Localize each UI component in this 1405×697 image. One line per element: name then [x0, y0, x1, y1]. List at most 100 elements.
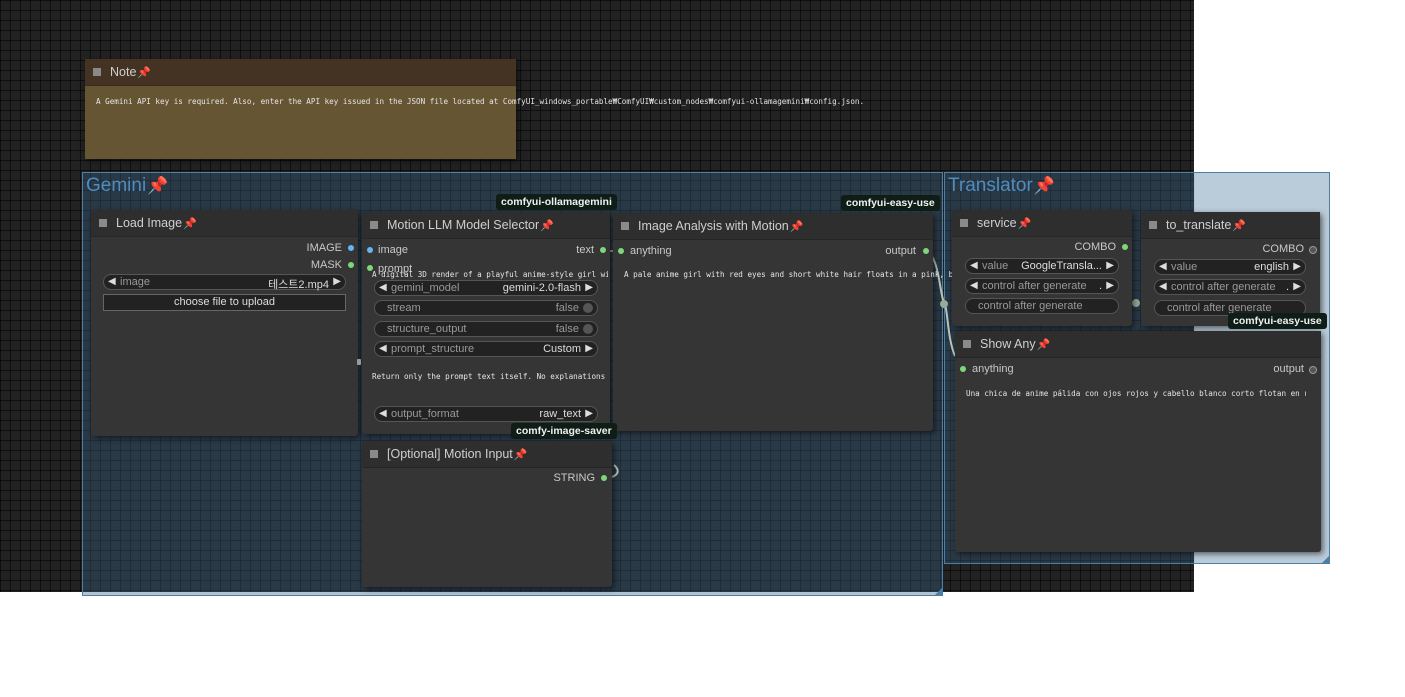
load-image-node[interactable]: Load Image📌 IMAGE MASK ◀ image 테스트2.mp4 … — [91, 210, 358, 436]
pin-icon: 📌 — [1232, 220, 1247, 232]
arrow-right-icon[interactable]: ▶ — [1293, 281, 1301, 292]
group-resize-handle[interactable] — [1322, 556, 1329, 563]
widget-value: . — [1098, 280, 1102, 292]
collapse-icon[interactable] — [621, 222, 629, 230]
input-prompt-slot[interactable] — [367, 265, 373, 271]
output-label: output — [1273, 363, 1304, 375]
prompt-textarea[interactable]: A digital 3D render of a playful anime-s… — [372, 270, 608, 279]
stream-toggle[interactable]: stream false — [374, 300, 598, 316]
widget-label: control after generate — [1167, 302, 1272, 314]
widget-value: Custom — [543, 343, 581, 355]
output-mask-slot[interactable] — [348, 262, 354, 268]
image-analysis-title-bar[interactable]: Image Analysis with Motion📌 — [613, 213, 933, 240]
collapse-icon[interactable] — [960, 219, 968, 227]
output-format-widget[interactable]: ◀ output_format raw_text ▶ — [374, 406, 598, 422]
pin-icon: 📌 — [183, 218, 197, 230]
note-title-bar[interactable]: Note📌 — [85, 59, 516, 86]
image-combo-widget[interactable]: ◀ image 테스트2.mp4 ▶ — [103, 274, 346, 291]
output-label: output — [885, 245, 916, 257]
arrow-left-icon[interactable]: ◀ — [970, 280, 978, 291]
input-image-label: image — [378, 244, 408, 256]
collapse-icon[interactable] — [370, 450, 378, 458]
output-image-slot[interactable] — [348, 245, 354, 251]
arrow-right-icon[interactable]: ▶ — [585, 408, 593, 419]
service-control-widget-2[interactable]: control after generate — [965, 298, 1119, 314]
arrow-right-icon[interactable]: ▶ — [585, 282, 593, 293]
service-value-widget[interactable]: ◀ value GoogleTransla... ▶ — [965, 258, 1119, 274]
arrow-left-icon[interactable]: ◀ — [970, 260, 978, 271]
show-any-node[interactable]: Show Any📌 anything output Una chica de a… — [955, 331, 1321, 552]
structure-output-toggle[interactable]: structure_output false — [374, 321, 598, 337]
gemini-model-widget[interactable]: ◀ gemini_model gemini-2.0-flash ▶ — [374, 280, 598, 296]
output-combo-slot[interactable] — [1309, 246, 1317, 254]
image-analysis-title: Image Analysis with Motion — [638, 219, 789, 233]
collapse-icon[interactable] — [963, 340, 971, 348]
image-analysis-node[interactable]: Image Analysis with Motion📌 anything out… — [613, 213, 954, 431]
output-text-slot[interactable] — [600, 247, 606, 253]
input-anything-slot[interactable] — [618, 248, 624, 254]
input-prompt-label: prompt — [378, 263, 413, 275]
widget-label: control after generate — [1171, 281, 1276, 293]
output-slot[interactable] — [1309, 366, 1317, 374]
output-combo-slot[interactable] — [1122, 244, 1128, 250]
upload-button[interactable]: choose file to upload — [103, 294, 346, 311]
collapse-icon[interactable] — [1149, 221, 1157, 229]
group-title-gemini[interactable]: Gemini📌 — [86, 175, 169, 196]
arrow-left-icon[interactable]: ◀ — [379, 343, 387, 354]
load-image-title: Load Image — [116, 216, 183, 230]
input-anything-label: anything — [630, 245, 672, 257]
collapse-icon[interactable] — [370, 221, 378, 229]
service-node[interactable]: service📌 COMBO ◀ value GoogleTransla... … — [952, 210, 1132, 326]
badge-easy-use: comfyui-easy-use — [841, 195, 940, 211]
widget-label: structure_output — [387, 323, 467, 335]
input-image-slot[interactable] — [367, 247, 373, 253]
to-translate-title-bar[interactable]: to_translate📌 — [1141, 212, 1320, 239]
output-string-slot[interactable] — [601, 475, 607, 481]
to-translate-value-widget[interactable]: ◀ value english ▶ — [1154, 259, 1306, 275]
widget-label: control after generate — [982, 280, 1087, 292]
motion-input-title: [Optional] Motion Input — [387, 447, 513, 461]
group-title-translator[interactable]: Translator📌 — [948, 175, 1055, 196]
arrow-right-icon[interactable]: ▶ — [1106, 280, 1114, 291]
badge-image-saver: comfy-image-saver — [511, 423, 617, 439]
arrow-left-icon[interactable]: ◀ — [1159, 261, 1167, 272]
widget-label: output_format — [391, 408, 459, 420]
motion-input-title-bar[interactable]: [Optional] Motion Input📌 — [362, 441, 612, 468]
arrow-right-icon[interactable]: ▶ — [585, 343, 593, 354]
arrow-left-icon[interactable]: ◀ — [379, 282, 387, 293]
to-translate-control-widget[interactable]: ◀ control after generate . ▶ — [1154, 279, 1306, 295]
arrow-left-icon[interactable]: ◀ — [108, 276, 116, 287]
link-midpoint[interactable] — [357, 359, 361, 365]
load-image-title-bar[interactable]: Load Image📌 — [91, 210, 358, 237]
service-title-bar[interactable]: service📌 — [952, 210, 1132, 237]
arrow-right-icon[interactable]: ▶ — [333, 276, 341, 287]
pin-icon: 📌 — [540, 220, 554, 232]
output-string-label: STRING — [553, 472, 595, 484]
instruction-textarea[interactable]: Return only the prompt text itself. No e… — [372, 372, 608, 381]
show-any-title-bar[interactable]: Show Any📌 — [955, 331, 1321, 358]
arrow-right-icon[interactable]: ▶ — [1106, 260, 1114, 271]
note-text[interactable]: A Gemini API key is required. Also, ente… — [96, 97, 865, 106]
to-translate-control-widget-2[interactable]: control after generate — [1154, 300, 1306, 316]
translated-text[interactable]: Una chica de anime pálida con ojos rojos… — [966, 389, 1306, 398]
input-anything-label: anything — [972, 363, 1014, 375]
prompt-structure-widget[interactable]: ◀ prompt_structure Custom ▶ — [374, 341, 598, 357]
motion-input-node[interactable]: [Optional] Motion Input📌 STRING — [362, 441, 612, 587]
arrow-left-icon[interactable]: ◀ — [379, 408, 387, 419]
widget-label: value — [982, 260, 1009, 272]
service-control-widget[interactable]: ◀ control after generate . ▶ — [965, 278, 1119, 294]
analysis-text[interactable]: A pale anime girl with red eyes and shor… — [624, 270, 954, 279]
input-anything-slot[interactable] — [960, 366, 966, 372]
motion-llm-node[interactable]: Motion LLM Model Selector📌 image text pr… — [362, 212, 610, 434]
group-resize-handle[interactable] — [935, 588, 942, 595]
collapse-icon[interactable] — [99, 219, 107, 227]
output-combo-label: COMBO — [1074, 241, 1116, 253]
motion-llm-title-bar[interactable]: Motion LLM Model Selector📌 — [362, 212, 610, 239]
service-title: service — [977, 216, 1017, 230]
collapse-icon[interactable] — [93, 68, 101, 76]
note-node[interactable]: Note📌 A Gemini API key is required. Also… — [85, 59, 864, 159]
output-slot[interactable] — [923, 248, 929, 254]
arrow-left-icon[interactable]: ◀ — [1159, 281, 1167, 292]
arrow-right-icon[interactable]: ▶ — [1293, 261, 1301, 272]
to-translate-node[interactable]: to_translate📌 COMBO ◀ value english ▶ ◀ … — [1141, 212, 1320, 326]
